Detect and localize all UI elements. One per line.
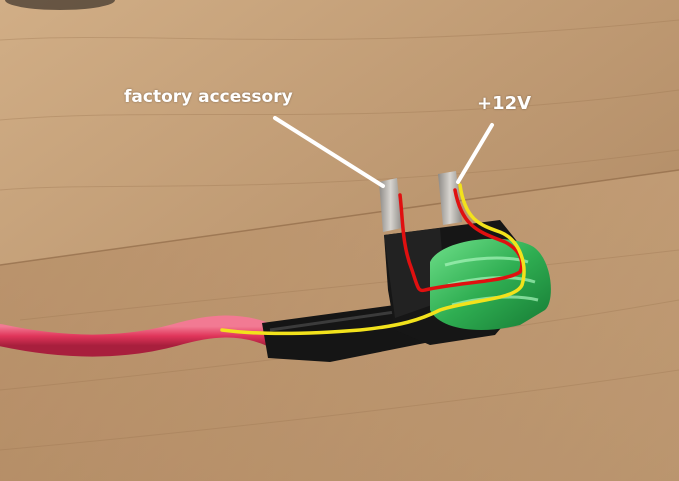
table-seam xyxy=(0,169,679,266)
marker-red-line xyxy=(398,188,524,293)
pointer-accessory xyxy=(273,116,385,188)
red-wire xyxy=(0,315,283,357)
blade-accessory xyxy=(379,178,402,232)
marker-yellow-line xyxy=(220,183,526,336)
background-object xyxy=(5,0,115,10)
factory-accessory-label: factory accessory xyxy=(124,87,293,107)
blade-power xyxy=(438,171,462,225)
pointer-power xyxy=(456,123,494,184)
power-12v-label: +12V xyxy=(477,93,532,114)
